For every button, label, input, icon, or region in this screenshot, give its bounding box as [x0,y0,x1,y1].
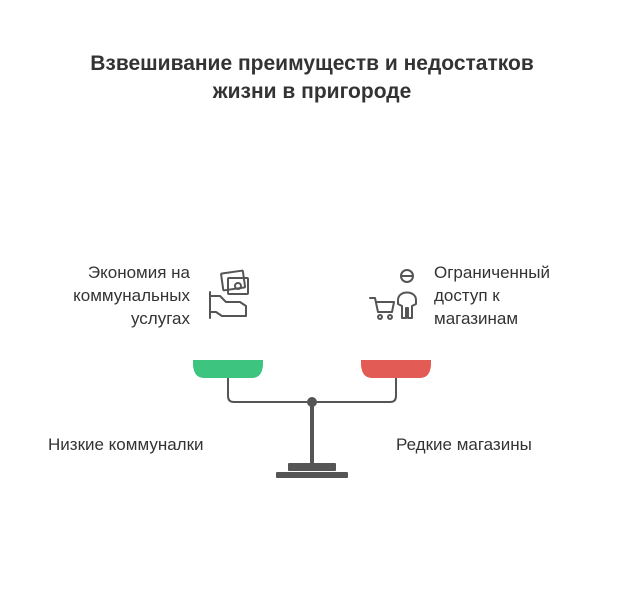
title-line-2: жизни в пригороде [212,80,412,103]
scale-base-top [288,463,336,471]
right-drawback-text: Ограниченный доступ к магазинам [434,261,604,330]
diagram-title: Взвешивание преимуществ и недостатков жи… [0,50,624,106]
right-text-line-1: Ограниченный [434,263,551,282]
right-pan [361,360,431,378]
right-side-label: Редкие магазины [396,435,532,454]
left-benefit-text: Экономия на коммунальных услугах [20,261,190,330]
left-side-label: Низкие коммуналки [48,435,204,454]
left-text-line-2: коммунальных [73,286,190,305]
scale-base [276,472,348,478]
right-text-line-2: доступ к [434,286,500,305]
money-hand-icon [209,269,249,319]
shopper-cart-icon [369,269,417,320]
left-pan [193,360,263,378]
scale-post [310,402,314,464]
right-text-line-3: магазинам [434,309,519,328]
title-line-1: Взвешивание преимуществ и недостатков [90,52,534,75]
left-text-line-1: Экономия на [87,263,190,282]
left-text-line-3: услугах [130,309,190,328]
